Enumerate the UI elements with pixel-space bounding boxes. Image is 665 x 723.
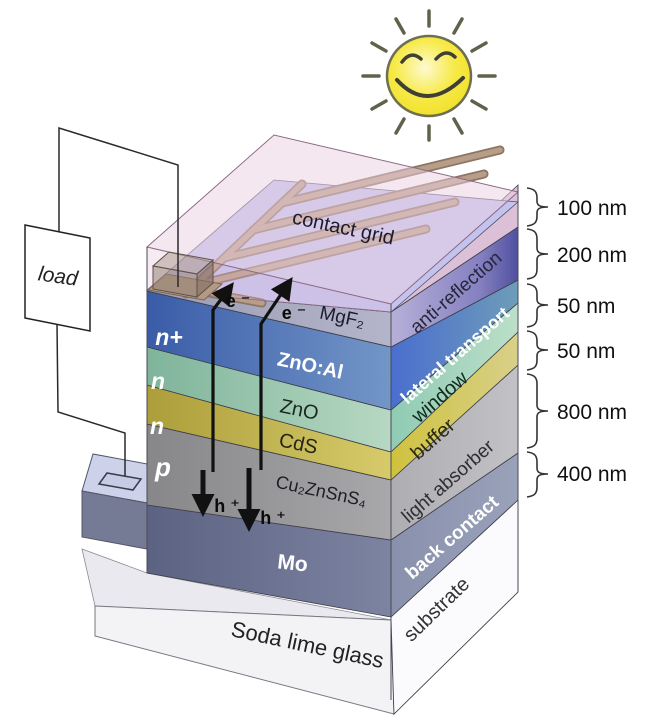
thickness-200nm: 200 nm (557, 244, 627, 267)
back-contact-pad (97, 472, 143, 491)
doping-label-p: p (154, 452, 171, 482)
mo-ledge (81, 453, 159, 550)
electron-arrow-2 (259, 277, 293, 470)
thickness-800nm: 800 nm (557, 401, 627, 424)
sun-smile (395, 76, 465, 98)
hole-label-2: h ⁺ (260, 508, 286, 528)
electron-label-1: e ⁻ (226, 291, 251, 311)
thickness-400nm: 400 nm (557, 463, 627, 486)
thickness-50nm-b: 50 nm (557, 340, 615, 363)
sun-left-eye (400, 53, 423, 64)
stack-front-faces (146, 289, 392, 618)
brace-400nm (526, 451, 549, 498)
mo-label: Mo (276, 551, 309, 577)
doping-label-n-plus: n+ (155, 324, 182, 350)
brace-100nm (526, 187, 549, 227)
load-label: load (37, 262, 81, 290)
wire-bottom (56, 323, 126, 476)
external-circuit: load (24, 126, 179, 476)
carrier-arrows (191, 277, 293, 533)
doping-label-n-1: n (151, 368, 165, 394)
electron-label-2: e ⁻ (282, 303, 307, 323)
sun-rays (361, 9, 497, 142)
stack-side-faces (390, 184, 519, 715)
brace-800nm (526, 373, 549, 449)
thickness-50nm-a: 50 nm (557, 295, 615, 318)
sun-illustration (361, 9, 497, 142)
hole-label-1: h ⁺ (214, 496, 240, 516)
doping-label-n-2: n (150, 413, 164, 439)
brace-200nm (526, 228, 549, 280)
wire-top (58, 126, 179, 287)
sun-right-eye (434, 51, 457, 61)
top-surface (145, 134, 520, 313)
brace-50nm-a (526, 283, 549, 328)
sun-face (385, 34, 473, 118)
brace-50nm-b (526, 330, 549, 371)
load-box (24, 224, 91, 332)
thickness-100nm: 100 nm (557, 197, 627, 220)
thickness-annotations: 100 nm 200 nm 50 nm 50 nm 800 nm 400 nm (526, 187, 627, 498)
electron-arrow-1 (211, 282, 234, 472)
stack-edges (146, 185, 519, 700)
